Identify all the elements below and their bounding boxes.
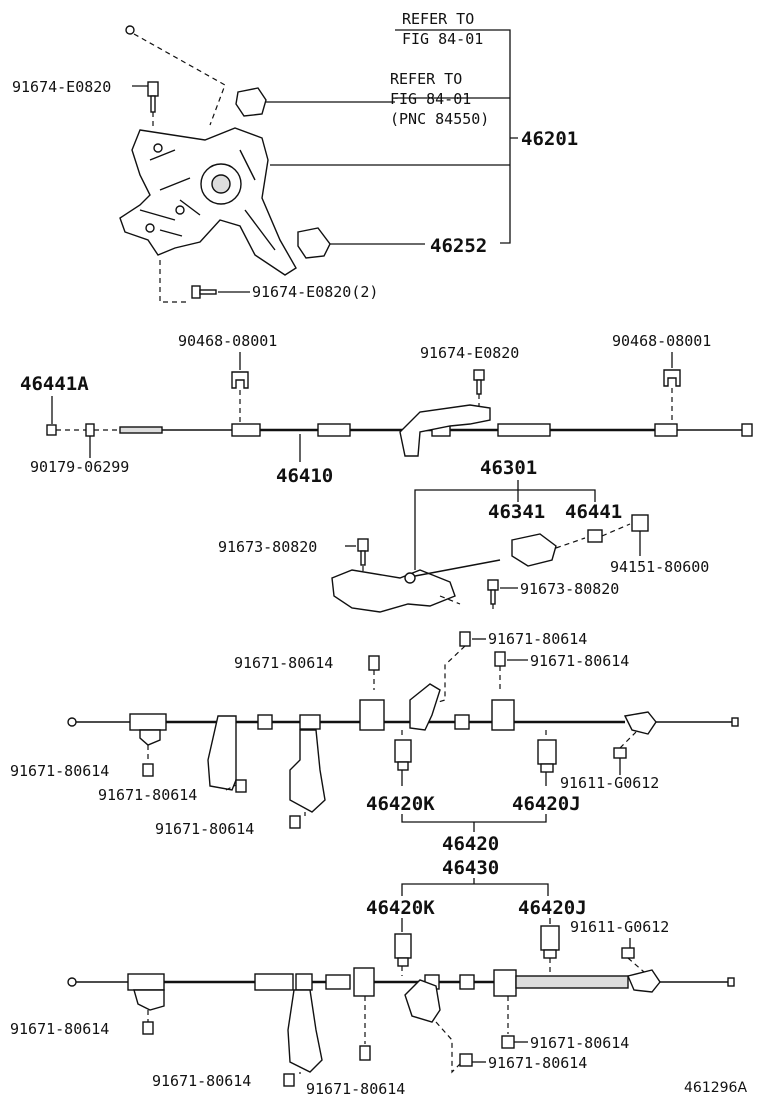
part-label-91673-a: 91673-80820 <box>218 538 317 556</box>
part-label-90468-right: 90468-08001 <box>612 332 711 350</box>
bolt-icon <box>459 631 471 647</box>
bracket-46430 <box>401 878 549 896</box>
front-cable-46410 <box>46 404 753 457</box>
retainer-clip-icon <box>663 369 681 387</box>
pnc-ref-label: (PNC 84550) <box>390 110 489 128</box>
clip-icon <box>235 87 395 117</box>
part-label-46410: 46410 <box>276 465 333 487</box>
part-label-s4-46420K: 46420K <box>366 897 435 919</box>
part-label-91674-bottom: 91674-E0820(2) <box>252 283 378 301</box>
bolt-icon <box>191 285 217 299</box>
part-label-91674-mid: 91674-E0820 <box>420 344 519 362</box>
part-label-94151: 94151-80600 <box>610 558 709 576</box>
connector-46420J-icon <box>537 730 557 773</box>
bolt-icon <box>621 947 635 959</box>
refer-to-label-2: REFER TO <box>390 70 462 88</box>
section-rear-cable-46420: 91671-80614 91671-80614 91671-80614 <box>10 630 739 855</box>
part-label-s3-91671-d: 91671-80614 <box>10 762 109 780</box>
rear-cable-46420 <box>67 683 739 813</box>
part-label-s3-91671-e: 91671-80614 <box>98 786 197 804</box>
fig-ref-label-2: FIG 84-01 <box>390 90 471 108</box>
bolt-icon <box>368 655 380 671</box>
part-label-s3-46420J: 46420J <box>512 793 581 815</box>
part-label-s3-91671-b: 91671-80614 <box>234 654 333 672</box>
bolt-icon <box>147 81 159 128</box>
section-rear-cable-46430: 46430 46420K 46420J 91611-G0612 <box>10 857 747 1098</box>
refer-to-label-1: REFER TO <box>402 10 474 28</box>
part-label-46441: 46441 <box>565 501 622 523</box>
bolt-icon <box>501 1035 515 1049</box>
parking-brake-pedal-assembly <box>119 127 297 276</box>
screw-icon <box>125 25 226 126</box>
bolt-icon <box>487 579 499 605</box>
part-label-91674-top: 91674-E0820 <box>12 78 111 96</box>
part-label-46201: 46201 <box>521 128 578 150</box>
bolt-icon <box>459 1053 473 1067</box>
figure-code: 461296A <box>684 1080 747 1096</box>
part-label-s4-91611: 91611-G0612 <box>570 918 669 936</box>
equalizer-bracket <box>331 559 501 613</box>
bolt-icon <box>494 651 506 667</box>
bolt-icon <box>142 763 154 777</box>
bolt-icon <box>613 747 627 759</box>
part-label-s3-91671-c: 91671-80614 <box>530 652 629 670</box>
bolt-icon <box>357 538 369 566</box>
retainer-clip-icon <box>231 371 249 389</box>
fig-ref-label-1: FIG 84-01 <box>402 30 483 48</box>
pedal-pad-icon <box>297 227 425 259</box>
connector-46420K-icon <box>394 730 412 771</box>
part-label-s4-91671-e: 91671-80614 <box>306 1080 405 1098</box>
part-label-s4-46430: 46430 <box>442 857 499 879</box>
part-label-s3-91611: 91611-G0612 <box>560 774 659 792</box>
bolt-icon <box>283 1073 295 1087</box>
rear-cable-46430 <box>67 967 735 1073</box>
connector-46420J-icon <box>540 925 560 976</box>
part-label-s3-46420K: 46420K <box>366 793 435 815</box>
part-label-s4-91671-d: 91671-80614 <box>152 1072 251 1090</box>
bolt-icon <box>473 369 485 395</box>
part-label-46252: 46252 <box>430 235 487 257</box>
leader-line <box>401 770 547 786</box>
part-label-s3-91671-f: 91671-80614 <box>155 820 254 838</box>
leader-line <box>401 918 551 932</box>
part-label-s3-91671-a: 91671-80614 <box>488 630 587 648</box>
bolt-icon <box>359 1045 371 1061</box>
part-label-s4-91671-c: 91671-80614 <box>488 1054 587 1072</box>
equalizer-yoke-icon <box>511 514 649 567</box>
bracket-46420 <box>401 814 547 832</box>
part-label-91673-b: 91673-80820 <box>520 580 619 598</box>
part-label-46341: 46341 <box>488 501 545 523</box>
section-equalizer: 46301 46341 46441 91673-80820 94151-8060… <box>218 457 709 613</box>
part-label-46441A: 46441A <box>20 373 89 395</box>
bracket-46301 <box>414 480 596 570</box>
section-front-cable: 90468-08001 91674-E0820 90468-08001 4644… <box>20 332 753 487</box>
connector-46420K-icon <box>394 933 412 976</box>
part-label-46301: 46301 <box>480 457 537 479</box>
part-label-90179: 90179-06299 <box>30 458 129 476</box>
dashed-guide <box>159 260 190 303</box>
bracket-46201 <box>270 29 518 244</box>
bolt-icon <box>289 815 301 829</box>
part-label-90468-left: 90468-08001 <box>178 332 277 350</box>
part-label-s3-46420: 46420 <box>442 833 499 855</box>
bolt-icon <box>142 1021 154 1035</box>
part-label-s4-91671-a: 91671-80614 <box>10 1020 109 1038</box>
part-label-s4-91671-b: 91671-80614 <box>530 1034 629 1052</box>
section-pedal-assembly: REFER TO FIG 84-01 REFER TO FIG 84-01 (P… <box>12 10 578 303</box>
part-label-s4-46420J: 46420J <box>518 897 587 919</box>
bolt-icon <box>235 779 247 793</box>
